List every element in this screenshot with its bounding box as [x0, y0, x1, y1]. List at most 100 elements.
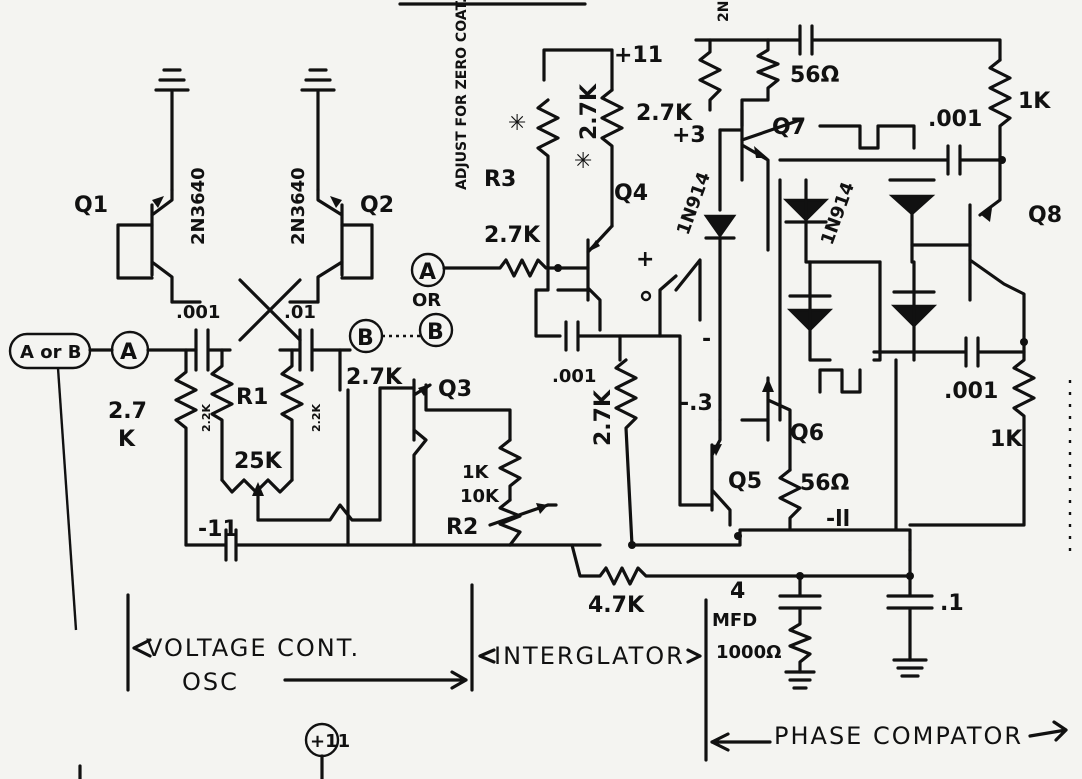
r3-adjust-note: ADJUST FOR ZERO COAT. CAL OF Q4	[454, 0, 470, 190]
wire-q3-base	[378, 386, 416, 522]
wire-integrator-cap	[534, 266, 590, 338]
q4-label: Q4	[614, 181, 648, 206]
capacitor-c2	[278, 328, 352, 372]
q4-transistor	[554, 224, 614, 332]
r-22k-a: 2.2K	[200, 404, 213, 432]
section-vco-line1: VOLTAGE CONT.	[146, 634, 360, 662]
phase-arrow-left	[710, 732, 772, 752]
r-27k-left-b: K	[118, 427, 136, 452]
r-1k-top: 1K	[1018, 89, 1051, 114]
q1-ground	[154, 68, 190, 192]
resistor-22k-b	[280, 348, 304, 482]
r-22k-b: 2.2K	[310, 404, 323, 432]
c8-value: .001	[944, 379, 998, 404]
svg-text:B: B	[427, 320, 444, 345]
svg-text:A: A	[120, 340, 137, 365]
r-27k-q4b: 2.7K	[577, 83, 602, 140]
r-27k-out: 2.7K	[591, 389, 616, 446]
v-minus-11: -11	[198, 517, 238, 542]
integrator-arrow-left	[478, 648, 496, 664]
capacitor-c7	[778, 144, 1006, 176]
input-a-or: A OR	[410, 252, 590, 311]
r-56-top: 56Ω	[790, 63, 840, 88]
junction-q5	[734, 532, 742, 540]
section-vco-line2: OSC	[182, 668, 239, 696]
r2-value: 10K	[460, 486, 500, 507]
minus-sign: -	[702, 327, 711, 352]
r1-label: R1	[236, 385, 268, 410]
c1-value: .001	[176, 302, 220, 323]
svg-text:OR: OR	[412, 290, 441, 311]
v-minus-3: -.3	[680, 391, 713, 416]
q1-transistor	[116, 188, 174, 304]
resistor-56-top	[740, 38, 780, 128]
sawtooth-symbol	[674, 258, 702, 322]
diode-bridge	[778, 178, 938, 422]
resistor-27k-upper	[600, 88, 624, 228]
bottom-supply: +11	[304, 722, 350, 779]
svg-text:A or B: A or B	[20, 342, 81, 363]
section-phase: PHASE COMPATOR	[774, 722, 1023, 750]
resistor-1k-top	[988, 58, 1012, 162]
q6-label: Q6	[790, 421, 824, 446]
resistor-22k-a	[210, 348, 234, 482]
junction-out	[628, 541, 636, 549]
asterisk-q4: ✳	[574, 149, 592, 174]
section-integrator: INTERGLATOR	[494, 642, 685, 670]
potentiometer-r1	[220, 478, 382, 522]
input-a: A	[88, 330, 198, 370]
q7-label: Q7	[772, 115, 806, 140]
v-minus-ll-right: -ll	[826, 507, 850, 532]
r-27k-q3: 2.7K	[346, 365, 403, 390]
r-27k-left-a: 2.7	[108, 399, 147, 424]
integrator-arrow-right	[686, 648, 702, 664]
wire-switch	[618, 274, 678, 362]
c7-value: .001	[928, 107, 982, 132]
resistor-56-bottom	[778, 468, 802, 530]
q5-label: Q5	[728, 469, 762, 494]
q3-label: Q3	[438, 377, 472, 402]
q2-transistor	[316, 188, 374, 304]
c3-value: .001	[552, 366, 596, 387]
c2-value: .01	[284, 302, 316, 323]
resistor-27k-out	[614, 358, 638, 547]
q7-transistor	[718, 108, 802, 252]
diode-label: 1N914	[673, 169, 715, 237]
waveform-bottom	[818, 368, 862, 394]
q2-label: Q2	[360, 193, 394, 218]
phase-arrow-right	[1028, 720, 1068, 742]
top-part-2n: 2N	[716, 1, 732, 22]
r2-label: R2	[446, 515, 478, 540]
c-out-value: .1	[940, 591, 964, 616]
c-4mfd-b: MFD	[712, 610, 757, 631]
resistor-47k	[570, 543, 912, 586]
plus-sign: +	[636, 247, 654, 272]
capacitor-out	[886, 548, 934, 678]
vco-arrow-right	[283, 670, 468, 690]
c-4mfd-a: 4	[730, 579, 745, 604]
supply-plus-11: +11	[614, 43, 663, 68]
r-1000: 1000Ω	[716, 642, 781, 663]
resistor-1k-bottom	[908, 340, 1036, 527]
r-1k-bottom: 1K	[990, 427, 1023, 452]
svg-text:A: A	[419, 260, 436, 285]
capacitor-c3	[564, 320, 622, 352]
r-1k-q3: 1K	[462, 462, 490, 483]
svg-text:B: B	[357, 326, 374, 351]
q1-part: 2N3640	[188, 167, 209, 245]
r1-value: 25K	[234, 449, 283, 474]
cross-coupling	[170, 278, 320, 342]
asterisk-r3: ✳	[508, 111, 526, 136]
waveform-top	[818, 124, 916, 150]
r-27k-top: 2.7K	[636, 101, 693, 126]
q3-transistor	[412, 378, 512, 547]
switch-contact	[640, 290, 652, 302]
capacitor-c1	[194, 328, 232, 372]
v-plus-3: +3	[672, 123, 706, 148]
q6-transistor	[740, 376, 792, 472]
resistor-27k-r3	[536, 98, 560, 270]
resistor-1k-q3	[498, 438, 522, 502]
supply-rail-11	[542, 48, 614, 92]
q8-label: Q8	[1028, 203, 1062, 228]
